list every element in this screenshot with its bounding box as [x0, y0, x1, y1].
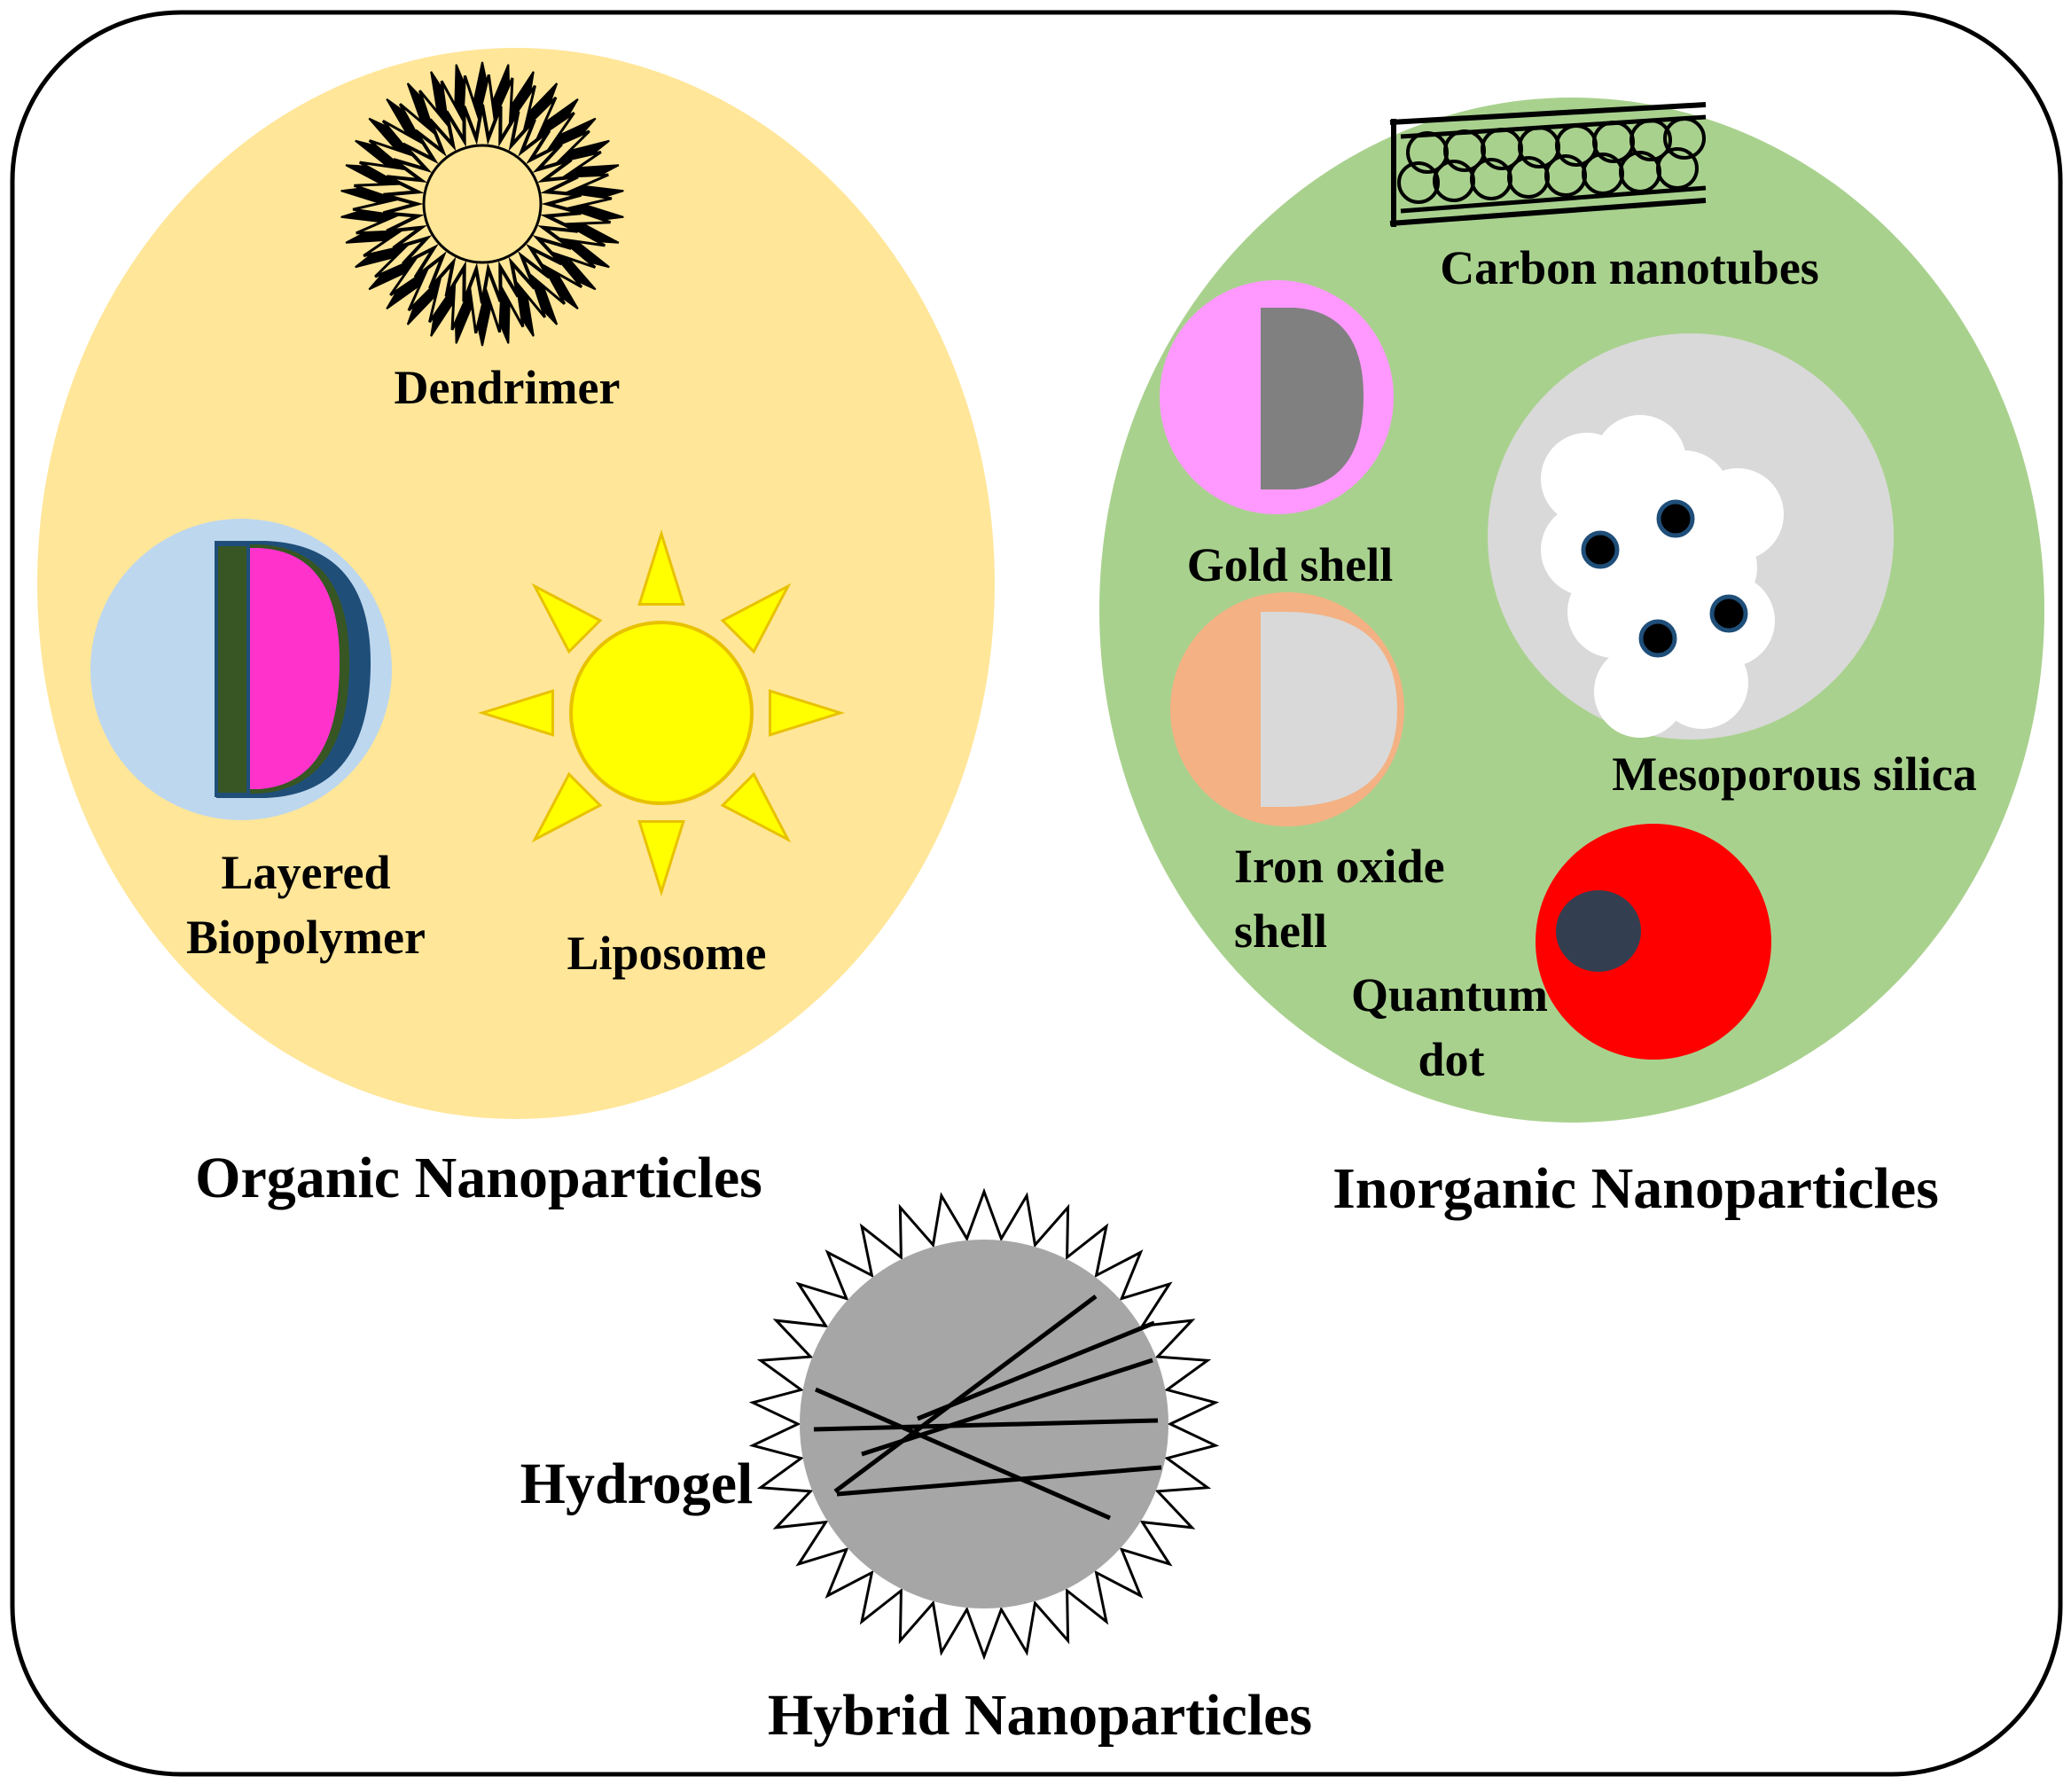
sun-ray — [637, 528, 685, 606]
hydrogel-label: Hydrogel — [520, 1452, 754, 1516]
silica-dot — [1709, 594, 1748, 633]
sun-ray — [637, 820, 685, 897]
liposome-label: Liposome — [567, 927, 766, 980]
iron-oxide-label-line2: shell — [1234, 904, 1327, 958]
inorganic-group: Carbon nanotubes Gold shell Mesoporous s… — [1099, 98, 2044, 1221]
organic-region — [37, 48, 995, 1119]
sun-ray — [477, 689, 554, 737]
silica-dot — [1581, 530, 1620, 569]
gold-shell-icon — [1160, 280, 1394, 514]
biopolymer-label-line2: Biopolymer — [186, 911, 426, 964]
core-dot-icon — [1536, 824, 1771, 1060]
nanotube-ring — [1397, 161, 1440, 204]
organic-title: Organic Nanoparticles — [195, 1146, 762, 1210]
inorganic-title: Inorganic Nanoparticles — [1332, 1156, 1939, 1221]
silica-pore — [1594, 646, 1686, 738]
layered-d-icon — [90, 519, 392, 820]
spiked-sphere-icon — [748, 1187, 1220, 1661]
silica-dot — [1638, 619, 1677, 658]
nanotube-ring — [1629, 119, 1672, 161]
sun-ray — [769, 689, 846, 737]
nanotube-ring — [1663, 117, 1706, 160]
tube-of-circles-icon — [1389, 102, 1707, 227]
sun-ray — [531, 583, 603, 654]
biopolymer-label-line1: Layered — [222, 846, 391, 899]
sun-ray — [720, 583, 792, 654]
organic-group: Dendrimer Layered Biopolymer Liposome Or… — [37, 48, 995, 1210]
carbon-nanotubes-label: Carbon nanotubes — [1440, 241, 1819, 294]
nanotube-ring — [1656, 147, 1699, 190]
silica-dot — [1656, 499, 1695, 538]
sun-ray — [531, 771, 603, 843]
mesoporous-silica-label: Mesoporous silica — [1612, 747, 1977, 801]
sun-ray — [720, 771, 792, 843]
porous-sphere-icon — [1488, 333, 1894, 739]
gold-shell-label: Gold shell — [1187, 538, 1394, 591]
quantum-dot-label-line1: Quantum — [1351, 968, 1548, 1021]
iron-oxide-label-line1: Iron oxide — [1234, 840, 1445, 893]
sun-icon — [477, 528, 846, 897]
silica-pore — [1692, 468, 1784, 560]
hybrid-group: Hydrogel Hybrid Nanoparticles — [520, 1187, 1312, 1748]
dendrimer-label: Dendrimer — [395, 361, 621, 414]
iron-oxide-shell-icon — [1170, 592, 1404, 826]
quantum-dot-label-line2: dot — [1418, 1033, 1484, 1086]
dendrimer-icon — [340, 61, 624, 347]
hybrid-title: Hybrid Nanoparticles — [768, 1683, 1312, 1748]
